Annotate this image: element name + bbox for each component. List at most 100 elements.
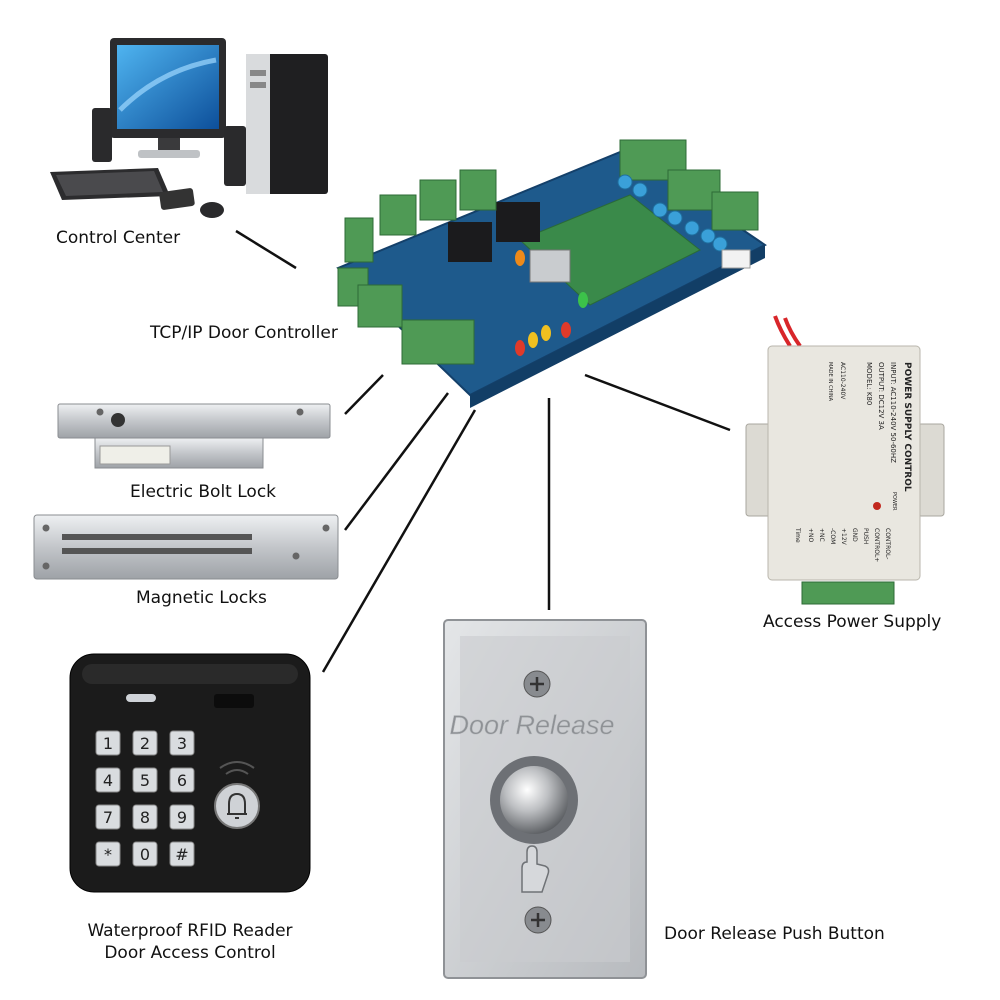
white-connector [721,249,751,269]
power-led [873,502,881,510]
psu-terminal-label: CONTROL+ [873,528,880,562]
line-bolt-lock [344,374,384,415]
bolt-label [99,445,171,465]
terminal-block [459,169,497,211]
keypad-key [132,767,158,793]
keypad-key [95,804,121,830]
capacitor [684,220,700,236]
psu-power-led-label: POWER [891,492,897,511]
psu-terminal-label: CONTROL- [884,528,891,559]
keypad-key-label: 1 [103,734,113,753]
keypad-key [95,767,121,793]
screen-swoosh [118,57,217,112]
label-rfid-line1: Waterproof RFID Reader [87,921,293,941]
relay-2 [496,202,540,242]
line-power-supply [584,373,731,432]
tower-drive-2 [250,82,266,88]
magnetic-lock [33,514,339,580]
keypad-key-label: 2 [140,734,150,753]
keypad-key [95,730,121,756]
label-bolt-lock: Electric Bolt Lock [130,482,277,502]
access-power-supply: POWER SUPPLY CONTROL INPUT: AC110-240V 5… [745,315,945,605]
plate-text: Door Release [449,710,614,740]
keypad-key-label: 3 [177,734,187,753]
capacitor [652,202,668,218]
terminal-blocks [337,139,759,365]
keypad-indicator-light [126,694,156,702]
keyboard-keys [56,171,163,196]
pcb-edge [470,245,765,408]
left-speaker [92,108,112,162]
right-speaker [224,126,246,186]
led-red [515,340,525,356]
door-controller-board [336,139,767,408]
monitor-base [138,150,200,158]
psu-made-in: MADE IN CHINA [827,362,833,402]
screw-hole [292,552,300,560]
psu-terminal-label: PUSH [862,528,869,544]
capacitors [617,174,728,252]
psu-output: OUTPUT: DC12V 3A [877,362,885,430]
red-wires [773,315,802,348]
keypad-key-label: 0 [140,845,150,864]
screw-cross [531,913,545,927]
capacitor [617,174,633,190]
screw-hole [42,562,50,570]
capacitor [632,182,648,198]
psu-terminal-label: -COM [829,528,836,544]
psu-terminal-label: +12V [840,528,847,546]
psu-model: MODEL: K80 [865,362,873,405]
keypad-key-label: # [175,845,188,864]
keypad-key-label: 4 [103,771,113,790]
tower-drive [250,70,266,76]
screw-hole [96,408,104,416]
tower-front [246,54,270,194]
capacitor [667,210,683,226]
keypad-key [132,804,158,830]
screw-cross [530,677,544,691]
bell-icon [227,792,247,819]
psu-time-label: Time [794,527,801,543]
label-door-controller: TCP/IP Door Controller [150,323,338,343]
mouse [200,202,224,218]
label-magnetic-locks: Magnetic Locks [136,588,267,608]
hand-push-icon [521,845,550,893]
label-push-button: Door Release Push Button [664,924,885,944]
terminal-block [344,217,374,263]
keypad-key-label: 6 [177,771,187,790]
keypad-key [169,730,195,756]
relay-1 [448,222,492,262]
rfid-bell-button [214,783,260,829]
terminal-block [357,284,403,328]
keypad-key [132,841,158,867]
electric-bolt-lock [57,403,331,469]
capacitor [700,228,716,244]
label-rfid-reader: Waterproof RFID Reader Door Access Contr… [72,920,308,964]
keypad-key-label: 5 [140,771,150,790]
psu-input: INPUT: AC110-240V 50-60HZ [889,362,897,463]
psu-terminal-label: +NO [807,528,814,543]
psu-terminal-label: +NC [818,528,825,542]
keypad-window [214,694,254,708]
led-orange [515,250,525,266]
bolt-keyhole [111,413,125,427]
keypad-key [169,841,195,867]
monitor-screen [117,45,219,129]
psu-terminal-labels: CONTROL- CONTROL+ PUSH GND +12V -COM +NC +NO [807,528,891,562]
led-red [561,322,571,338]
capacitor [712,236,728,252]
maglock-groove [62,548,252,554]
keypad-key [132,730,158,756]
connector-lines [235,229,731,673]
keypad-key-label: 7 [103,808,113,827]
remote [159,188,195,210]
psu-terminal-label: GND [851,528,858,542]
maglock-groove [62,534,252,540]
led-green [578,292,588,308]
terminal-block [711,191,759,231]
keypad-key [169,804,195,830]
terminal-block [401,319,475,365]
